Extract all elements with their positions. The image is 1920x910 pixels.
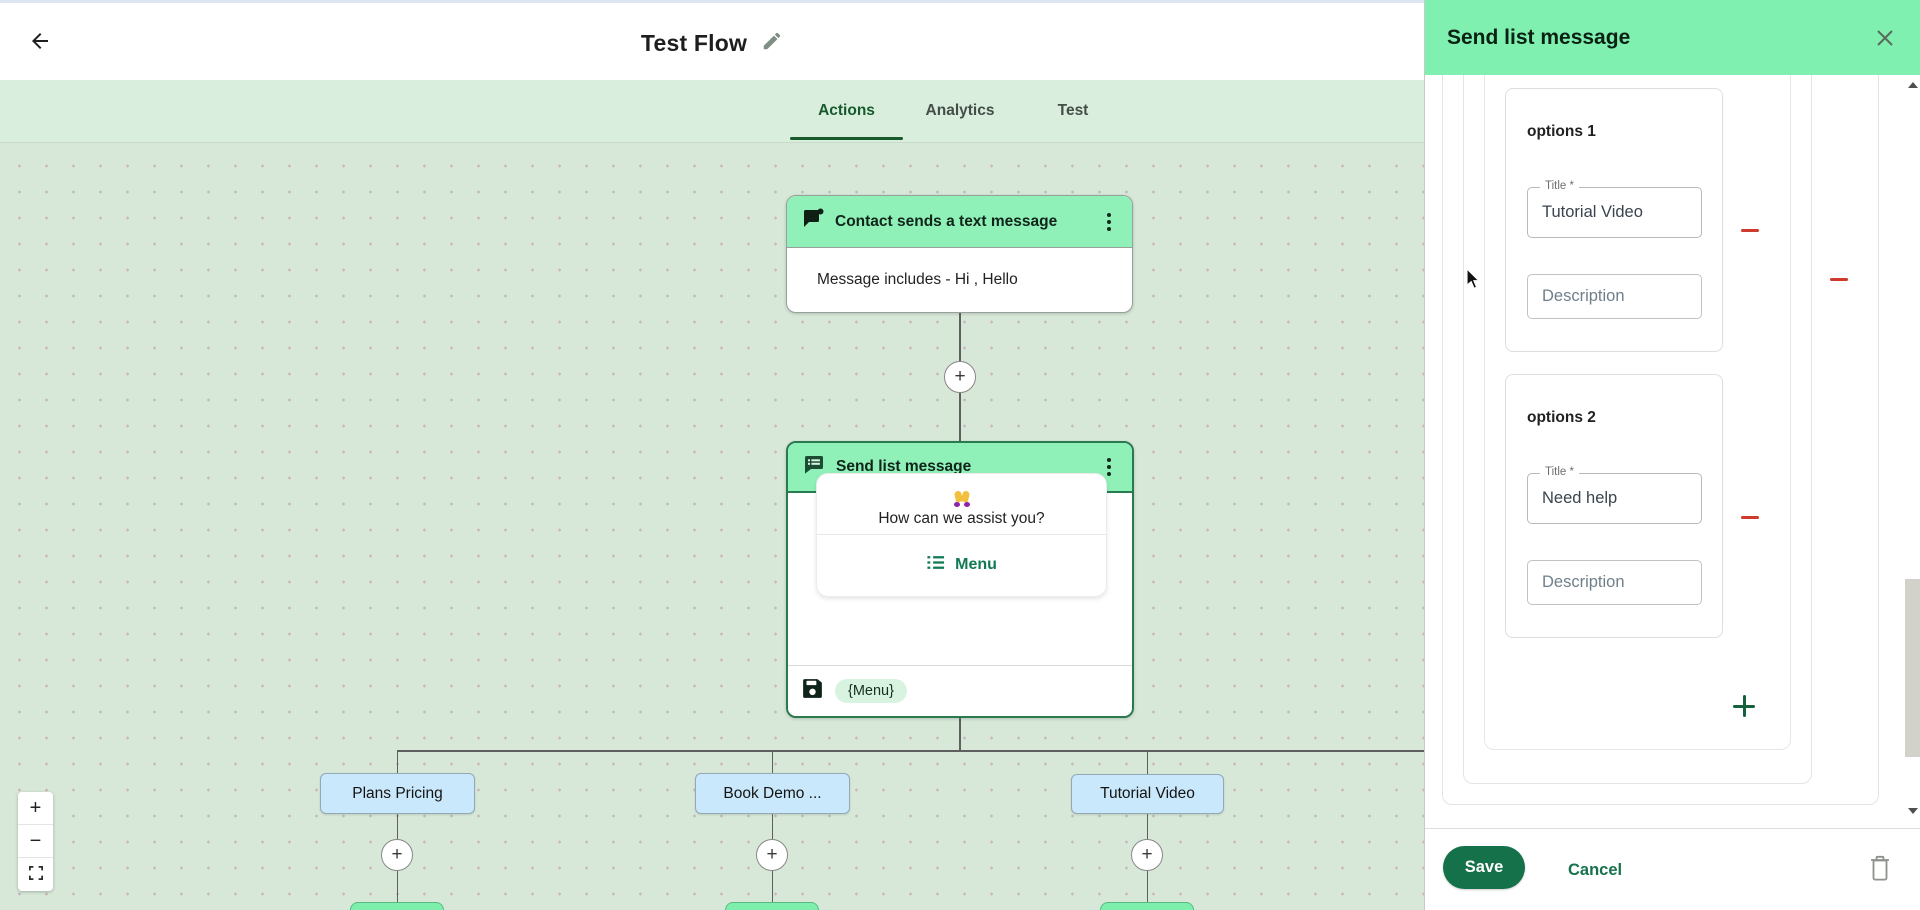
tab-analytics[interactable]: Analytics bbox=[925, 102, 995, 119]
remove-option-2-button[interactable] bbox=[1737, 504, 1763, 530]
option-card-1: options 1 Title * Tutorial Video Descrip… bbox=[1505, 88, 1723, 352]
add-node-button[interactable]: + bbox=[944, 361, 976, 393]
connector-line bbox=[771, 871, 773, 902]
partial-node bbox=[350, 902, 444, 910]
connector-line bbox=[771, 750, 773, 774]
top-bar: Test Flow bbox=[0, 0, 1424, 80]
panel-scroll-area[interactable]: options 1 Title * Tutorial Video Descrip… bbox=[1425, 75, 1920, 828]
preview-menu-label: Menu bbox=[955, 556, 997, 573]
options-list-card bbox=[1484, 75, 1791, 750]
node-send-menu-icon[interactable] bbox=[1100, 456, 1118, 478]
save-button[interactable]: Save bbox=[1443, 846, 1525, 889]
node-contact-title: Contact sends a text message bbox=[835, 212, 1058, 230]
preview-question-text: How can we assist you? bbox=[878, 510, 1045, 527]
option-2-heading: options 2 bbox=[1527, 409, 1596, 426]
option-1-title-input[interactable]: Title * Tutorial Video bbox=[1527, 180, 1702, 238]
tab-test[interactable]: Test bbox=[1057, 102, 1089, 119]
preview-top: How can we assist you? bbox=[817, 474, 1106, 535]
plus-icon: + bbox=[954, 366, 966, 387]
branch-chip-plans-pricing[interactable]: Plans Pricing bbox=[320, 773, 475, 814]
delete-node-button[interactable] bbox=[1865, 854, 1895, 886]
node-send-list-message[interactable]: Send list message How can we assist you?… bbox=[786, 441, 1134, 718]
connector-line bbox=[1146, 871, 1148, 902]
panel-footer: Save Cancel bbox=[1425, 828, 1920, 910]
save-variable-icon bbox=[800, 676, 825, 706]
flow-canvas[interactable]: Contact sends a text message Message inc… bbox=[0, 143, 1424, 910]
fullscreen-icon bbox=[28, 863, 43, 886]
option-2-title-value: Need help bbox=[1542, 489, 1618, 507]
plus-icon: + bbox=[1141, 844, 1153, 865]
node-send-footer: {Menu} bbox=[788, 665, 1132, 716]
tab-actions[interactable]: Actions bbox=[790, 80, 903, 142]
send-list-message-panel: Send list message options 1 Title * Tuto… bbox=[1424, 0, 1920, 910]
preview-menu-button[interactable]: Menu bbox=[817, 535, 1106, 595]
back-arrow-icon bbox=[28, 29, 52, 58]
close-icon[interactable] bbox=[1872, 25, 1898, 51]
option-2-description-placeholder: Description bbox=[1542, 573, 1625, 591]
node-contact-body: Message includes - Hi , Hello bbox=[817, 271, 1018, 288]
branch-chip-tutorial-video[interactable]: Tutorial Video bbox=[1071, 774, 1224, 814]
option-1-heading: options 1 bbox=[1527, 123, 1596, 140]
section-card bbox=[1463, 75, 1812, 784]
list-message-icon bbox=[802, 453, 826, 482]
variable-chip[interactable]: {Menu} bbox=[835, 679, 907, 703]
panel-title: Send list message bbox=[1447, 25, 1631, 49]
scroll-up-icon[interactable] bbox=[1908, 82, 1918, 88]
plus-icon: + bbox=[766, 844, 778, 865]
list-bullets-icon bbox=[926, 553, 945, 577]
add-option-button[interactable] bbox=[1731, 693, 1757, 719]
node-send-title: Send list message bbox=[836, 458, 972, 475]
partial-node bbox=[725, 902, 819, 910]
chat-message-icon bbox=[801, 207, 825, 236]
zoom-in-button[interactable]: + bbox=[18, 792, 53, 825]
connector-line bbox=[959, 718, 961, 751]
tab-band: Actions Analytics Test bbox=[0, 80, 1424, 143]
connector-line bbox=[771, 814, 773, 839]
section-container-card bbox=[1442, 75, 1879, 805]
option-card-2: options 2 Title * Need help Description bbox=[1505, 374, 1723, 638]
option-2-description-input[interactable]: Description bbox=[1527, 560, 1702, 605]
option-1-title-value: Tutorial Video bbox=[1542, 203, 1643, 221]
canvas-zoom-controls: + − bbox=[18, 792, 53, 891]
flow-title-wrap: Test Flow bbox=[0, 3, 1424, 83]
trash-icon bbox=[1869, 854, 1891, 887]
add-node-button[interactable]: + bbox=[756, 839, 788, 871]
remove-option-1-button[interactable] bbox=[1737, 217, 1763, 243]
node-contact-header: Contact sends a text message bbox=[787, 196, 1132, 248]
fit-view-button[interactable] bbox=[18, 858, 53, 891]
list-message-preview-card: How can we assist you? Menu bbox=[816, 473, 1107, 597]
cancel-button[interactable]: Cancel bbox=[1568, 860, 1623, 879]
praying-hands-emoji bbox=[953, 490, 971, 507]
branch-line bbox=[397, 750, 1424, 752]
page-title: Test Flow bbox=[640, 29, 748, 56]
connector-line bbox=[396, 814, 398, 839]
connector-line bbox=[959, 393, 961, 441]
option-1-description-input[interactable]: Description bbox=[1527, 274, 1702, 319]
connector-line bbox=[1146, 814, 1148, 839]
title-label: Title * bbox=[1540, 466, 1579, 478]
option-2-title-input[interactable]: Title * Need help bbox=[1527, 466, 1702, 524]
edit-pencil-icon[interactable] bbox=[761, 30, 783, 57]
option-1-description-placeholder: Description bbox=[1542, 287, 1625, 305]
title-label: Title * bbox=[1540, 180, 1579, 192]
connector-line bbox=[396, 871, 398, 902]
connector-line bbox=[959, 313, 961, 361]
panel-scrollbar[interactable] bbox=[1904, 75, 1920, 828]
add-node-button[interactable]: + bbox=[381, 839, 413, 871]
plus-icon: + bbox=[391, 844, 403, 865]
scroll-down-icon[interactable] bbox=[1908, 808, 1918, 814]
zoom-out-button[interactable]: − bbox=[18, 825, 53, 858]
scrollbar-thumb[interactable] bbox=[1905, 579, 1920, 757]
branch-chip-book-demo[interactable]: Book Demo ... bbox=[695, 773, 850, 814]
connector-line bbox=[396, 750, 398, 774]
partial-node bbox=[1100, 902, 1194, 910]
node-contact-menu-icon[interactable] bbox=[1100, 211, 1118, 233]
back-button[interactable] bbox=[20, 23, 60, 63]
panel-header: Send list message bbox=[1425, 0, 1920, 75]
add-node-button[interactable]: + bbox=[1131, 839, 1163, 871]
remove-section-button[interactable] bbox=[1826, 266, 1852, 292]
connector-line bbox=[1146, 750, 1148, 775]
node-contact-trigger[interactable]: Contact sends a text message Message inc… bbox=[786, 195, 1133, 313]
